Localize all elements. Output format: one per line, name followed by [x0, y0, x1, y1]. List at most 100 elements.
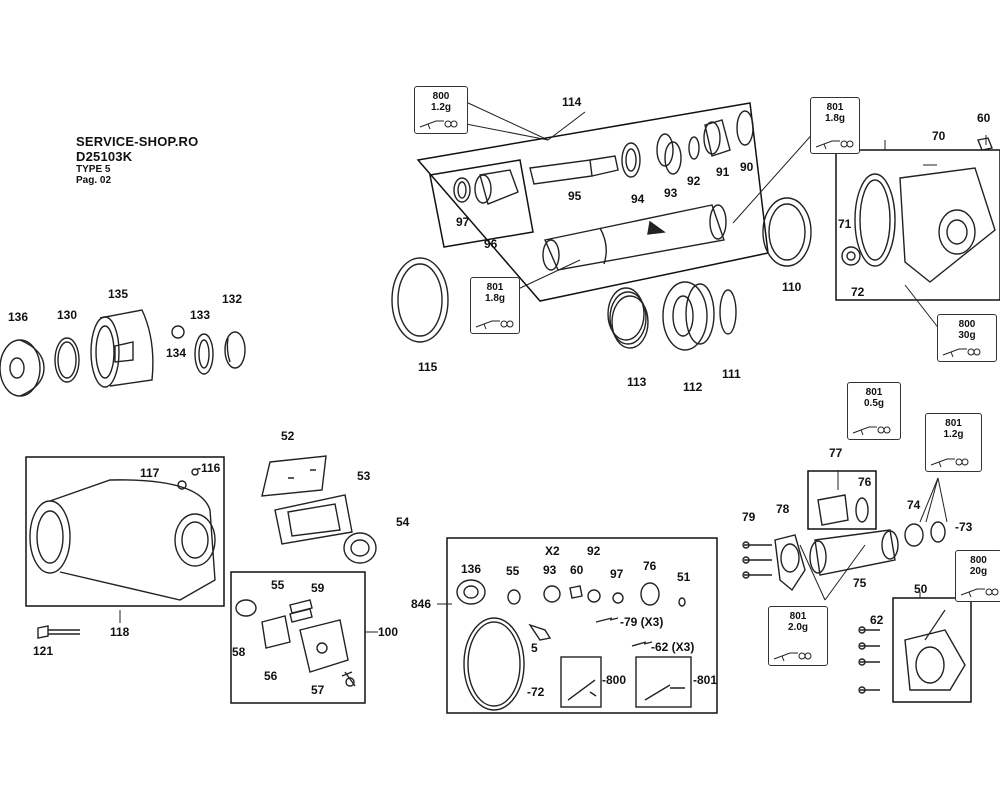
part-label-p78: 78: [776, 502, 790, 516]
part-94-striker: [621, 142, 641, 178]
part-label-pX2: X2: [545, 544, 560, 558]
part-111-ring: [719, 289, 737, 335]
part-label-p5: 5: [531, 641, 538, 655]
lubricant-amount: 0.5g: [863, 398, 884, 409]
part-label-p53: 53: [357, 469, 371, 483]
part-label-p800c: -800: [602, 673, 627, 687]
part-label-p93b: 93: [543, 563, 557, 577]
part-label-p92b: 92: [587, 544, 601, 558]
part-label-p72a: 72: [851, 285, 865, 299]
page-number: Pag. 02: [76, 175, 112, 187]
part-label-p97b: 97: [610, 567, 624, 581]
frame-77: [807, 470, 877, 530]
part-label-p52: 52: [281, 429, 295, 443]
part-label-p58: 58: [232, 645, 246, 659]
part-label-p79b: 79: [742, 510, 756, 524]
part-label-p114: 114: [562, 95, 582, 109]
part-label-p118: 118: [110, 625, 130, 639]
lubricant-code: 801: [826, 102, 844, 113]
part-label-p71: 71: [838, 217, 852, 231]
lubricant-amount: 1.2g: [943, 429, 964, 440]
part-52-plate: [261, 455, 327, 497]
part-label-p60b: 60: [570, 563, 584, 577]
diagram-header: SERVICE-SHOP.RO D25103K TYPE 5 Pag. 02: [76, 134, 198, 187]
part-label-p62b: 62: [870, 613, 884, 627]
part-79-screws: [744, 544, 772, 576]
part-135-sleeve: [99, 309, 154, 387]
part-label-p96: 96: [484, 237, 498, 251]
part-72-gasket: [854, 173, 896, 267]
kit-92-oring: [587, 589, 601, 603]
part-label-p117: 117: [140, 466, 160, 480]
part-label-p62a: -62 (X3): [651, 640, 695, 654]
frame-96: [429, 159, 534, 248]
lubricant-code: 800: [970, 555, 987, 566]
service-kit-group: [456, 579, 692, 711]
frame-846: [446, 537, 718, 714]
part-74-ring: [904, 523, 924, 547]
part-label-p121: 121: [33, 644, 54, 658]
part-78-flange: [774, 534, 806, 592]
model-number: D25103K: [76, 148, 133, 164]
part-58-block: [261, 615, 291, 649]
part-132-clip: [224, 331, 246, 369]
part-label-p60a: 60: [977, 111, 991, 125]
part-label-p73: -73: [955, 520, 973, 534]
leader-lines: [119, 101, 987, 633]
part-label-p93a: 93: [664, 186, 678, 200]
kit-55-ring: [507, 589, 521, 605]
piston-group: [453, 110, 754, 271]
lubricant-amount: 2.0g: [787, 622, 808, 633]
part-134-ball: [171, 325, 185, 339]
part-label-p91: 91: [716, 165, 730, 179]
part-label-p136a: 136: [8, 310, 29, 324]
part-92-oring: [688, 136, 700, 160]
part-label-p92a: 92: [687, 174, 701, 188]
part-label-p801d: -801: [693, 673, 718, 687]
part-label-p72b: -72: [527, 685, 545, 699]
kit-51-ring: [678, 597, 686, 607]
part-label-p90: 90: [740, 160, 754, 174]
housing-group: [29, 468, 216, 639]
part-71-bearing: [841, 246, 861, 266]
part-75-crank: [814, 529, 896, 576]
part-76-ring: [855, 497, 869, 523]
lubricant-code: 800: [432, 91, 450, 102]
kit-801-box: [635, 656, 692, 708]
kit-72-gasket: [463, 617, 525, 711]
part-label-p77: 77: [829, 446, 843, 460]
part-label-p110: 110: [782, 280, 802, 294]
part-121-screw: [37, 625, 49, 639]
part-label-p74: 74: [907, 498, 921, 512]
part-label-p95: 95: [568, 189, 582, 203]
frame-70: [835, 149, 1000, 301]
part-label-p59: 59: [311, 581, 325, 595]
part-label-p94: 94: [631, 192, 645, 206]
part-label-p115: 115: [418, 360, 438, 374]
part-label-p133: 133: [190, 308, 211, 322]
lubricant-amount: 1.8g: [484, 293, 505, 304]
part-73-pin: [930, 521, 946, 543]
gear-group: [391, 197, 812, 351]
part-label-p132: 132: [222, 292, 243, 306]
part-112-clutch: [662, 281, 708, 351]
kit-62-screw: [631, 641, 647, 647]
part-label-p51: 51: [677, 570, 691, 584]
model-type: TYPE 5: [76, 164, 111, 176]
crank-group: [742, 494, 966, 694]
front-cap-group: [0, 309, 246, 397]
lubricant-code: 801: [945, 418, 962, 429]
part-114-cylinder: [544, 204, 725, 271]
frame-100: [230, 571, 366, 704]
kit-79-screw: [595, 617, 613, 623]
frame-50: [892, 597, 972, 703]
kit-93-oring: [543, 585, 561, 603]
kit-800-box: [560, 656, 602, 708]
